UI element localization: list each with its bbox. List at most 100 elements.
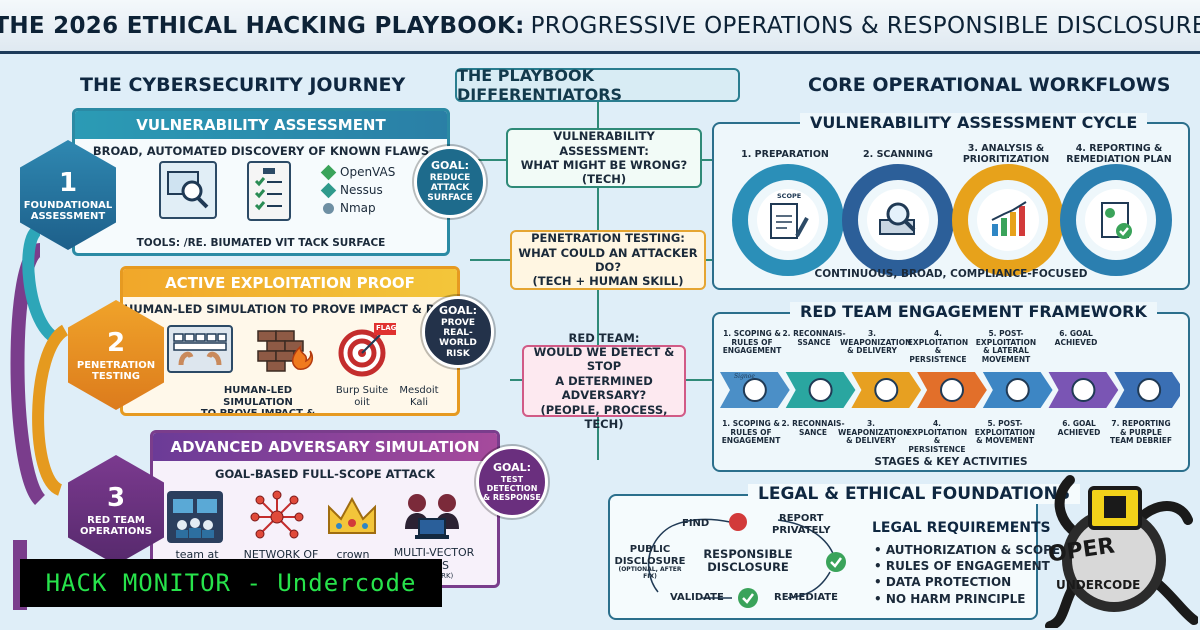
- differentiators-heading: THE PLAYBOOK DIFFERENTIATORS: [455, 66, 740, 104]
- network-graph-icon: [249, 489, 305, 545]
- crown-icon: [325, 493, 379, 539]
- diff-pt-line3: (TECH + HUMAN SKILL): [532, 274, 684, 289]
- nessus-icon: [320, 182, 337, 198]
- verified-check-icon: [826, 552, 846, 572]
- team-monitors-icon: [167, 491, 223, 543]
- va-ring-scanning: [842, 164, 954, 276]
- legal-req-title: LEGAL REQUIREMENTS: [872, 520, 1051, 536]
- stage2-label-a: PENETRATION: [76, 359, 156, 371]
- map-icon: [1005, 378, 1030, 402]
- red-team-bottom-stage-3: 3. WEAPONIZATION & DELIVERY: [838, 419, 910, 446]
- stage2-number: 2: [106, 327, 126, 358]
- legal-title: LEGAL & ETHICAL FOUNDATIONS: [748, 484, 1081, 504]
- stage1-footer: TOOLS: /RE. BIUMATED VIT TACK SURFACE: [136, 237, 386, 249]
- signoff-label: Signoe: [734, 373, 755, 380]
- red-team-top-stage-1: 1. SCOPING & RULES OF ENGAGEMENT: [722, 329, 782, 356]
- handshake-monitor-icon: [1137, 378, 1162, 402]
- stage2-tool2: Mesdoit Kali: [391, 385, 447, 408]
- remediate-check-icon: [738, 588, 758, 608]
- va-stage-4-line2: REMEDIATION PLAN: [1066, 153, 1172, 165]
- stage1-subtitle: BROAD, AUTOMATED DISCOVERY OF KNOWN FLAW…: [92, 144, 430, 158]
- diff-va-line1: VULNERABILITY ASSESSMENT:: [553, 129, 655, 158]
- legal-public-line1: PUBLIC: [629, 544, 671, 555]
- stage2-tool1-line2: oiit: [354, 396, 370, 408]
- nmap-icon: [320, 200, 337, 216]
- stage1-goal-line1: REDUCE: [429, 172, 471, 183]
- stage2-tool2-line2: Kali: [409, 396, 429, 408]
- stage2-tool1: Burp Suite oiit: [335, 385, 389, 408]
- diff-va-line2: WHAT MIGHT BE WRONG?: [520, 158, 688, 172]
- page-title-rest: PROGRESSIVE OPERATIONS & RESPONSIBLE DIS…: [530, 12, 1200, 39]
- stage3-number: 3: [106, 482, 126, 513]
- legal-report: REPORT PRIVATELY: [772, 513, 830, 536]
- va-stage-1-label: 1. PREPARATION: [730, 149, 840, 161]
- page-title: THE 2026 ETHICAL HACKING PLAYBOOK: PROGR…: [0, 0, 1200, 54]
- red-team-title: RED TEAM ENGAGEMENT FRAMEWORK: [790, 302, 1157, 321]
- stage1-label-a: FOUNDATIONAL: [23, 199, 113, 211]
- workflows-heading: CORE OPERATIONAL WORKFLOWS: [808, 74, 1171, 96]
- page-title-bold: THE 2026 ETHICAL HACKING PLAYBOOK:: [0, 12, 525, 39]
- va-ring-analysis: [952, 164, 1064, 276]
- diff-rt-line3: A DETERMINED ADVERSARY?: [555, 373, 653, 403]
- va-cycle-title: VULNERABILITY ASSESSMENT CYCLE: [800, 113, 1148, 132]
- tool-openvas-label: OpenVAS: [340, 165, 396, 179]
- stage2-panel-title: ACTIVE EXPLOITATION PROOF: [123, 269, 457, 297]
- tool-nessus: Nessus: [320, 182, 395, 198]
- legal-requirement-item: • AUTHORIZATION & SCOPE: [874, 543, 1061, 557]
- legal-requirement-item: • DATA PROTECTION: [874, 575, 1012, 590]
- tool-nmap-label: Nmap: [340, 201, 376, 215]
- red-team-bottom-stage-2: 2. RECONNAIS- SANCE: [781, 419, 845, 437]
- report-alert-icon: [729, 513, 747, 531]
- keyboard-hands-icon: [167, 325, 233, 373]
- stage3-panel-title: ADVANCED ADVERSARY SIMULATION: [153, 433, 497, 461]
- bar-chart-icon: [977, 189, 1039, 251]
- legal-remediate: REMEDIATE: [774, 592, 838, 603]
- drone-icon: [808, 378, 833, 402]
- va-stage-1-line1: 1. PREPARATION: [741, 149, 829, 160]
- red-team-top-stage-2: 2. RECONNAIS- SSANCE: [782, 329, 846, 347]
- legal-center-line1: RESPONSIBLE: [703, 547, 793, 561]
- legal-requirement-item: • RULES OF ENGAGEMENT: [874, 559, 1050, 574]
- legal-find: FIND: [682, 518, 710, 529]
- red-team-top-stage-4: 4. EXPLOITATION & PERSISTENCE: [907, 329, 969, 364]
- stage1-tool-list: OpenVAS Nessus Nmap: [320, 164, 396, 216]
- stage3-goal-badge: GOAL: TEST DETECTION & RESPONSE: [476, 446, 548, 518]
- stage3-goal-line2: & RESPONSE: [483, 492, 541, 502]
- differentiators-heading-text: THE PLAYBOOK DIFFERENTIATORS: [457, 66, 623, 104]
- stage2-panel: ACTIVE EXPLOITATION PROOF HUMAN-LED SIMU…: [120, 266, 460, 416]
- va-stage-4-line1: 4. REPORTING &: [1075, 143, 1163, 154]
- stage2-caption: HUMAN-LED SIMULATION TO PROVE IMPACT & R…: [193, 385, 323, 413]
- hackers-laptop-icon: [401, 489, 463, 545]
- red-team-arrow-band: [720, 368, 1184, 412]
- document-pen-icon: [757, 189, 819, 251]
- legal-public-line2: DISCLOSURE: [614, 555, 686, 567]
- diff-va-box: VULNERABILITY ASSESSMENT: WHAT MIGHT BE …: [506, 128, 702, 188]
- scanner-magnifier-icon: [867, 189, 929, 251]
- red-team-footer: STAGES & KEY ACTIVITIES: [874, 456, 1028, 468]
- va-stage-3-line2: PRIORITIZATION: [962, 153, 1050, 165]
- legal-report-line2: PRIVATELY: [772, 524, 831, 536]
- red-team-bottom-stage-7: 7. REPORTING & PURPLE TEAM DEBRIEF: [1110, 419, 1172, 446]
- stage1-goal-line2: ATTACK: [430, 183, 470, 194]
- stage2-tool1-line1: Burp Suite: [335, 385, 389, 396]
- red-team-bottom-stage-1: 1. SCOPING & RULES OF ENGAGEMENT: [721, 419, 781, 446]
- scope-tag: SCOPE: [777, 192, 802, 200]
- diff-rt-line4: (PEOPLE, PROCESS, TECH): [540, 402, 668, 431]
- undercode-badge: OPER UNDERCODE AI: [1030, 460, 1199, 630]
- flag-label: FLAG: [376, 324, 397, 332]
- va-ring-preparation: [732, 164, 844, 276]
- stage1-goal-line3: SURFACE: [427, 193, 473, 204]
- tool-nessus-label: Nessus: [340, 183, 383, 197]
- diff-rt-line1: RED TEAM:: [568, 330, 640, 345]
- spider-bug-icon: [940, 378, 964, 402]
- legal-center-line2: DISCLOSURE: [707, 560, 789, 575]
- stage3-label-b: OPERATIONS: [80, 526, 152, 537]
- va-stage-4-label: 4. REPORTING & REMEDIATION PLAN: [1058, 143, 1180, 166]
- diff-rt-box: RED TEAM: WOULD WE DETECT & STOP A DETER…: [522, 331, 686, 431]
- stage3-caption1: team at: [175, 548, 219, 561]
- checklist-icon: [247, 161, 291, 221]
- va-stage-2-label: 2. SCANNING: [843, 149, 953, 161]
- legal-requirement-item: • NO HARM PRINCIPLE: [874, 591, 1026, 606]
- stage2-goal-line3: RISK: [446, 348, 470, 359]
- diff-va-line3: (TECH): [581, 172, 627, 187]
